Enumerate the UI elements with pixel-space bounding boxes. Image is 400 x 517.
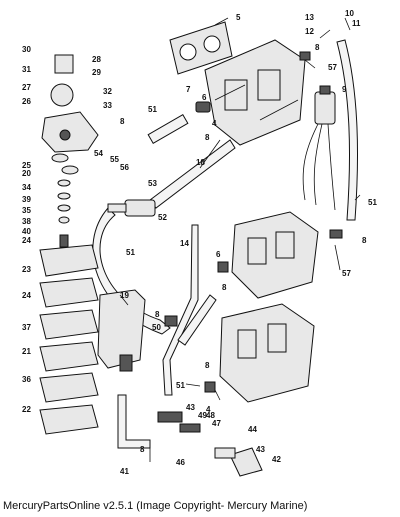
callout-55: 55: [110, 155, 119, 164]
callout-48: 48: [206, 411, 215, 420]
callout-5: 6: [216, 250, 221, 259]
callout-21: 22: [22, 405, 31, 414]
callout-38: 39: [22, 195, 31, 204]
callout-52: 52: [158, 213, 167, 222]
callout-56: 56: [120, 163, 129, 172]
upper-carburetor: [204, 39, 306, 146]
callout-49: 49: [198, 411, 207, 420]
callout-7: 7: [186, 85, 191, 94]
callout-6: 5: [236, 13, 241, 22]
callout-40: 41: [120, 467, 129, 476]
callout-27: 28: [92, 55, 101, 64]
callout-8: 8: [205, 361, 210, 370]
callout-8: 8: [315, 43, 320, 52]
callout-46: 46: [176, 458, 185, 467]
callout-4: 4: [206, 405, 211, 414]
callout-25: 26: [22, 97, 31, 106]
image-caption: MercuryPartsOnline v2.5.1 (Image Copyrig…: [3, 500, 308, 512]
callout-22: 21: [22, 347, 31, 356]
callout-5: 6: [202, 93, 207, 102]
callout-24: 25: [22, 161, 31, 170]
callout-57: 57: [342, 269, 351, 278]
callout-47: 47: [212, 419, 221, 428]
callout-9: 9: [342, 85, 347, 94]
callout-20: 23: [22, 265, 31, 274]
callout-51: 51: [176, 381, 185, 390]
leader-lines: [119, 17, 361, 462]
callout-33: 34: [22, 183, 31, 192]
callout-8: 8: [362, 236, 367, 245]
callout-36: 37: [22, 323, 31, 332]
callout-18: 19: [120, 291, 129, 300]
callout-39: 40: [22, 227, 31, 236]
callout-15: 18: [196, 158, 205, 167]
enrichment-valve: [302, 85, 336, 211]
exploded-parts-diagram: 5 13 10 11 12 8 57 9 7 6 4 8 51 8 18 51 …: [22, 9, 377, 477]
fuel-pump-body: [97, 289, 146, 372]
callout-labels: 5 13 10 11 12 8 57 9 7 6 4 8 51 8 18 51 …: [22, 9, 377, 476]
middle-carburetor: [231, 211, 319, 299]
callout-10: 10: [345, 9, 354, 18]
callout-50: 50: [152, 323, 161, 332]
callout-29: 30: [22, 45, 31, 54]
callout-32: 33: [103, 101, 112, 110]
callout-35: 36: [22, 375, 31, 384]
callout-57: 57: [328, 63, 337, 72]
callout-31: 32: [103, 87, 112, 96]
callout-4: 4: [212, 119, 217, 128]
callout-42: 42: [272, 455, 281, 464]
callout-53: 53: [148, 179, 157, 188]
callout-30: 31: [22, 65, 31, 74]
callout-37: 38: [22, 217, 31, 226]
callout-51: 51: [126, 248, 135, 257]
callout-8: 8: [155, 310, 160, 319]
carb-gasket-plate: [169, 21, 233, 75]
callout-28: 29: [92, 68, 101, 77]
fittings: [157, 51, 343, 477]
callout-8: 8: [205, 133, 210, 142]
callout-44: 44: [248, 425, 257, 434]
lower-carburetor: [219, 303, 315, 403]
fuel-pump-stack: [39, 54, 99, 435]
callout-13: 13: [305, 13, 314, 22]
callout-8: 8: [222, 283, 227, 292]
callout-14: 14: [180, 239, 189, 248]
fuel-filter: [107, 199, 156, 217]
callout-8: 8: [140, 445, 145, 454]
callout-43: 43: [256, 445, 265, 454]
callout-41: 43: [186, 403, 195, 412]
callout-26: 27: [22, 83, 31, 92]
callout-51: 51: [148, 105, 157, 114]
callout-51: 51: [368, 198, 377, 207]
callout-11: 11: [352, 19, 361, 28]
callout-12: 12: [305, 27, 314, 36]
callout-34: 35: [22, 206, 31, 215]
callout-23: 24: [22, 236, 31, 245]
callout-19: 20: [22, 169, 31, 178]
callout-23: 24: [22, 291, 31, 300]
callout-8: 8: [120, 117, 125, 126]
callout-54: 54: [94, 149, 103, 158]
